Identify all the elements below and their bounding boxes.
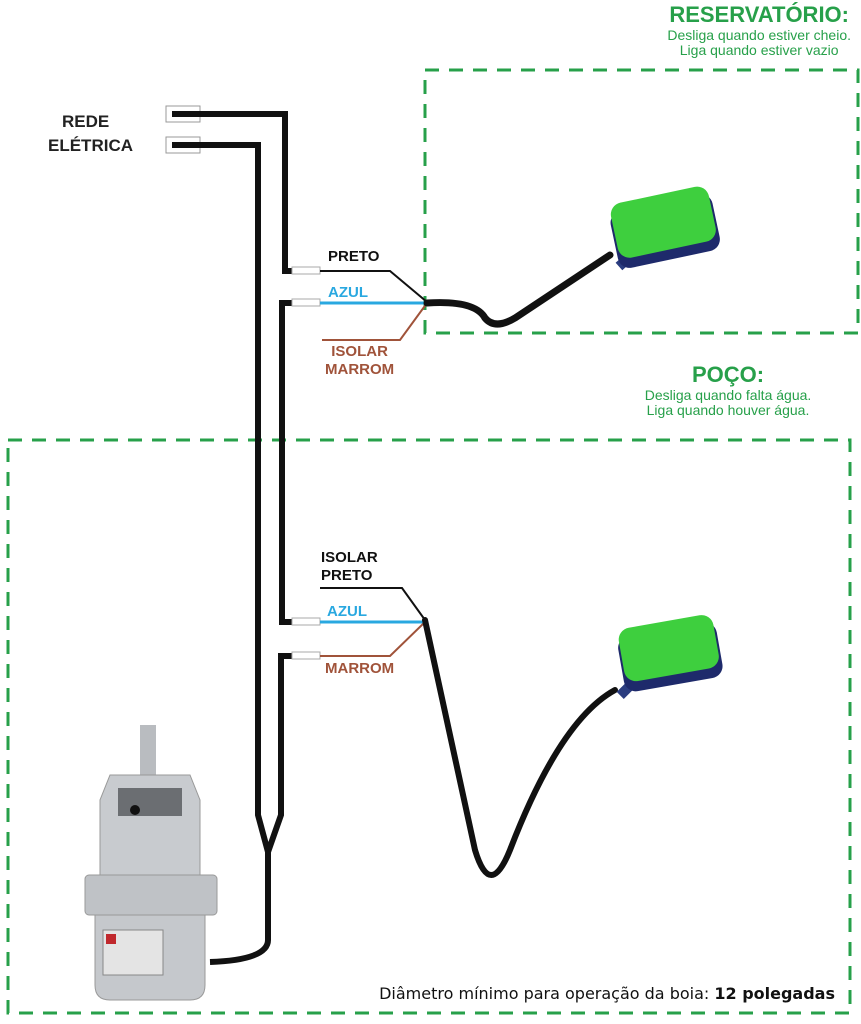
diameter-note: Diâmetro mínimo para operação da boia: 1… [379,984,835,1003]
reservatorio-title-block: RESERVATÓRIO: Desliga quando estiver che… [667,2,851,58]
pump-wire [209,653,295,965]
poco-desc-1: Desliga quando falta água. [644,387,812,403]
top-preto-wire [320,270,428,303]
mains-wire-1 [172,111,295,274]
rede-label-line2: ELÉTRICA [48,136,133,155]
rede-eletrica-label: REDE ELÉTRICA [48,110,133,158]
mains-wire-2 [172,142,271,853]
bottom-azul-label: AZUL [327,603,367,620]
top-preto-label: PRETO [328,248,380,265]
bottom-preto-label: ISOLAR PRETO [321,549,378,585]
reservatorio-zone [423,68,860,335]
bottom-preto-wire [320,587,426,621]
bottom-preto-label-1: ISOLAR [321,549,378,566]
poco-title: POÇO: [691,362,765,387]
reservatorio-desc-2: Liga quando estiver vazio [679,42,839,58]
bottom-float-cable [422,617,618,878]
top-float-cable [423,251,614,328]
top-marrom-label-2: MARROM [325,361,395,378]
ferrule [291,266,321,275]
ferrule [291,298,321,307]
bottom-marrom-label: MARROM [325,660,395,677]
diameter-note-text: Diâmetro mínimo para operação da boia: [379,984,715,1003]
bottom-marrom-wire [320,621,426,657]
reservatorio-title: RESERVATÓRIO: [669,2,849,27]
pump-image [84,725,218,1001]
rede-label-line1: REDE [62,112,110,131]
diameter-note-value: 12 polegadas [714,984,835,1003]
azul-link-wire [279,300,295,625]
reservatorio-desc-1: Desliga quando estiver cheio. [667,27,851,43]
poco-desc-2: Liga quando houver água. [646,402,810,418]
poco-zone [6,438,852,1015]
top-marrom-wire [322,302,428,341]
top-azul-label: AZUL [328,284,368,301]
poco-float [616,615,723,700]
ferrule [291,651,321,660]
bottom-preto-label-2: PRETO [321,567,373,584]
top-marrom-label: ISOLAR MARROM [325,343,394,379]
reservatorio-float [610,186,720,271]
top-marrom-label-1: ISOLAR [331,343,388,360]
ferrule [291,617,321,626]
poco-title-block: POÇO: Desliga quando falta água. Liga qu… [612,362,844,418]
